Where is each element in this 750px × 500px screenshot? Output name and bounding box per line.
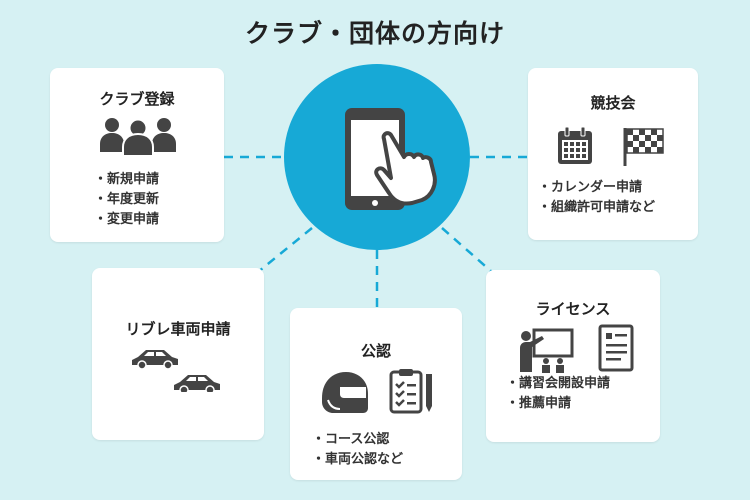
list-item: コース公認 — [312, 430, 403, 450]
card-certification[interactable]: 公認 コース公認 車両公認など — [290, 308, 462, 480]
card-license[interactable]: ライセンス 講習会開設申請 推薦申請 — [486, 270, 660, 442]
group-people-icon — [100, 118, 176, 156]
card-title: 公認 — [360, 342, 391, 360]
clipboard-checklist-icon — [389, 369, 432, 414]
cars-icon — [132, 350, 220, 392]
list-item: 講習会開設申請 — [506, 374, 610, 394]
list-item: 新規申請 — [94, 170, 159, 190]
certification-item-list: コース公認 車両公認など — [312, 430, 403, 470]
competition-item-list: カレンダー申請 組織許可申請など — [538, 178, 655, 218]
card-club-registration[interactable]: クラブ登録 新規申請 年度更新 変更申請 — [50, 68, 224, 242]
helmet-icon — [322, 372, 368, 413]
list-item: 年度更新 — [94, 190, 159, 210]
smartphone-tap-icon — [345, 108, 437, 210]
instructor-icon — [520, 328, 574, 373]
connector-vehicle — [257, 227, 313, 273]
page-title: クラブ・団体の方向け — [244, 19, 505, 48]
card-competition[interactable]: 競技会 カレンダー申請 組織許可申請など — [528, 68, 698, 240]
list-item: 組織許可申請など — [538, 198, 655, 218]
center-hub — [284, 64, 470, 250]
list-item: カレンダー申請 — [538, 178, 655, 198]
card-vehicle-application[interactable]: リブレ車両申請 — [92, 268, 264, 440]
checkered-flag-icon — [623, 128, 664, 166]
calendar-icon — [558, 126, 592, 164]
card-title: クラブ登録 — [99, 90, 175, 108]
license-item-list: 講習会開設申請 推薦申請 — [506, 374, 610, 414]
list-item: 推薦申請 — [506, 394, 610, 414]
list-item: 車両公認など — [312, 450, 403, 470]
connector-license — [441, 227, 493, 273]
card-title: 競技会 — [590, 94, 636, 112]
club-item-list: 新規申請 年度更新 変更申請 — [94, 170, 159, 230]
card-title: ライセンス — [535, 300, 611, 318]
list-item: 変更申請 — [94, 210, 159, 230]
card-title: リブレ車両申請 — [125, 320, 231, 338]
document-icon — [598, 324, 634, 372]
